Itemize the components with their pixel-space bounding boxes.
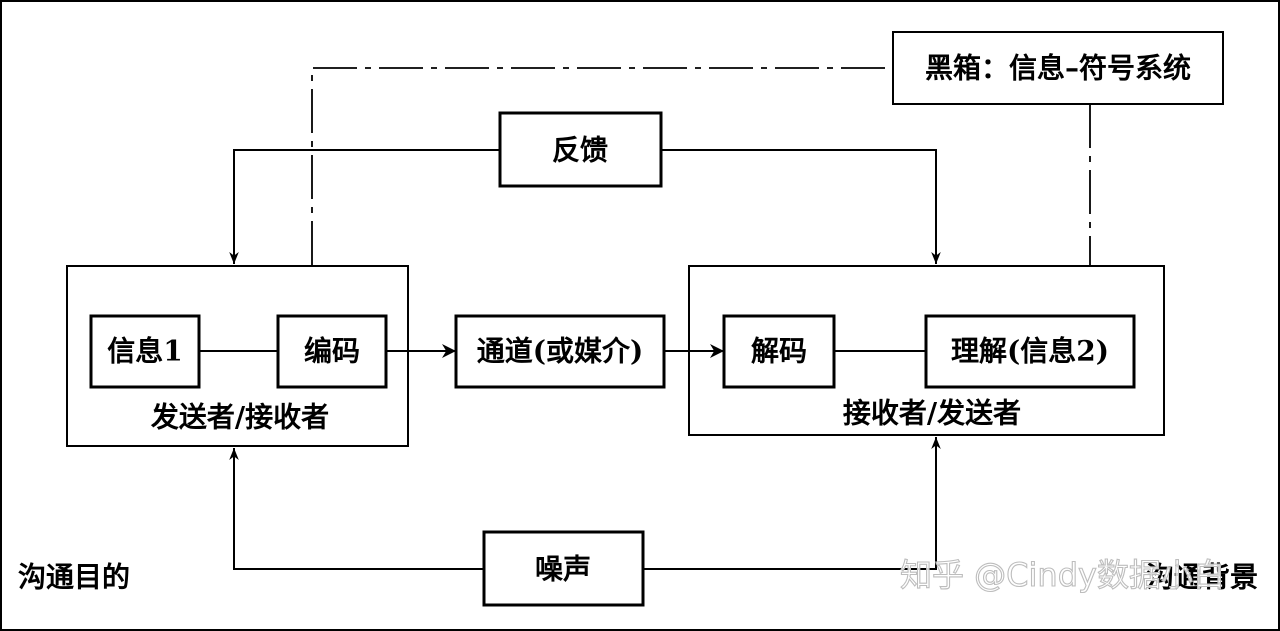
decode-label: 解码 <box>751 335 807 368</box>
feedback-arrow-to-sender <box>229 149 500 264</box>
noise-label: 噪声 <box>535 553 591 586</box>
info1-label: 信息1 <box>107 335 182 368</box>
channel-node <box>454 314 666 389</box>
feedback-arrow-to-receiver <box>661 149 941 264</box>
black-box-node <box>892 31 1224 105</box>
feedback-node <box>498 111 663 188</box>
black-box-link-left <box>311 67 893 265</box>
understand-label: 理解(信息2) <box>951 335 1109 368</box>
receiver-group-label: 接收者/发送者 <box>843 397 1021 430</box>
info1-node <box>89 314 201 389</box>
noise-node <box>482 530 645 607</box>
sender-group-label: 发送者/接收者 <box>150 401 329 434</box>
channel-label: 通道(或媒介) <box>477 335 644 368</box>
understand-node <box>924 314 1136 389</box>
noise-arrow-to-sender <box>229 448 484 570</box>
encode-node <box>276 314 388 389</box>
background-label: 沟通背景 <box>1146 561 1258 594</box>
feedback-label: 反馈 <box>552 134 608 167</box>
black-box-label: 黑箱：信息–符号系统 <box>925 52 1191 85</box>
decode-node <box>722 314 836 389</box>
noise-arrow-to-receiver <box>643 437 941 570</box>
encode-label: 编码 <box>304 335 360 368</box>
watermark-text: 知乎 @Cindy数据小白 <box>900 556 1225 594</box>
purpose-label: 沟通目的 <box>18 561 130 594</box>
sender-group-box <box>66 265 409 447</box>
